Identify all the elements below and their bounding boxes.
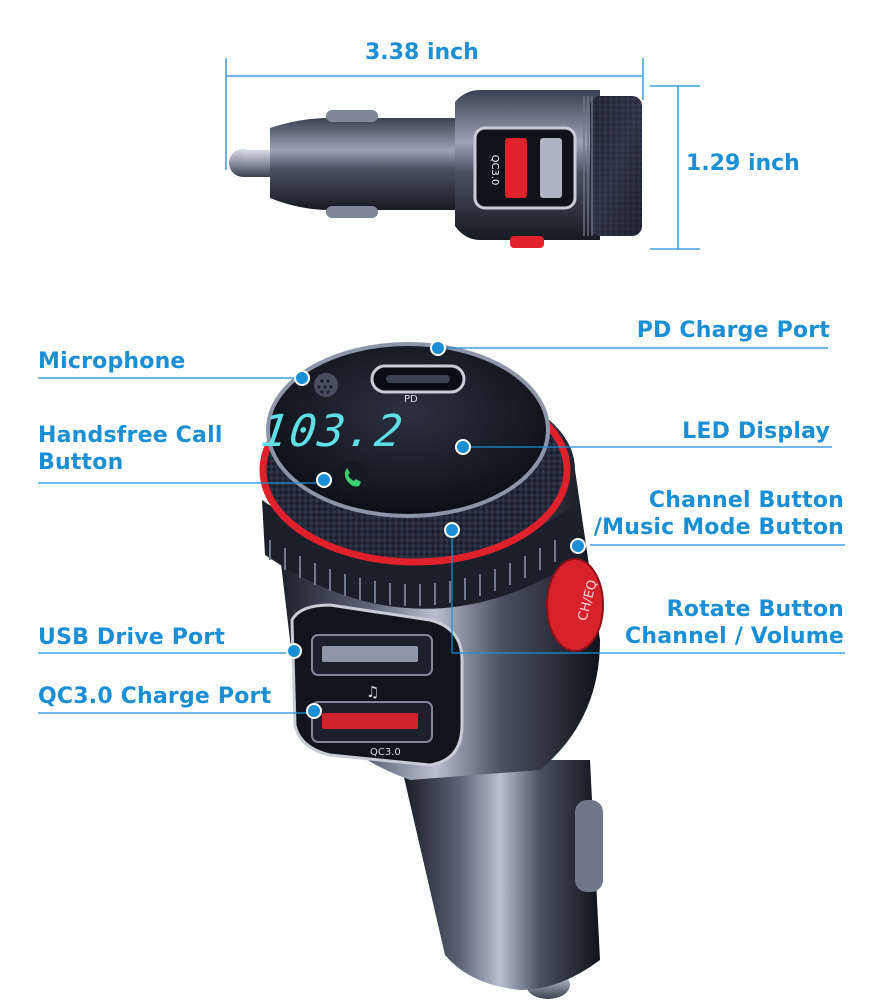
microphone-label: Microphone <box>38 349 186 374</box>
usb-drive-port-label: USB Drive Port <box>38 625 226 650</box>
channel-button-label-line1: Channel Button <box>648 488 844 513</box>
dimension-lines <box>225 58 700 250</box>
handsfree-label-line1: Handsfree Call <box>38 423 223 448</box>
qc-label: QC3.0 <box>370 747 401 758</box>
side-view-device: QC3.0 <box>229 90 642 248</box>
led-display-value: 103.2 <box>258 406 408 457</box>
qc30-charge-port-label: QC3.0 Charge Port <box>38 684 272 709</box>
phone-icon <box>344 468 361 487</box>
ch-eq-button <box>546 558 604 652</box>
side-qc-label: QC3.0 <box>489 155 500 186</box>
handsfree-label-line2: Button <box>38 450 124 475</box>
rotate-button-label-line1: Rotate Button <box>666 597 844 622</box>
led-display-label: LED Display <box>682 419 830 444</box>
height-dimension: 1.29 inch <box>686 151 800 176</box>
music-note-icon: ♫ <box>366 683 379 701</box>
main-device: PD 103.2 ♫ QC3.0 CH/EQ <box>258 342 604 999</box>
length-dimension: 3.38 inch <box>365 40 479 65</box>
rotate-button-label-line2: Channel / Volume <box>625 624 844 649</box>
pd-charge-port-label: PD Charge Port <box>636 318 830 343</box>
callout-dots <box>286 340 586 719</box>
channel-button-label-line2: /Music Mode Button <box>593 515 844 540</box>
leader-lines <box>38 347 845 714</box>
pd-label: PD <box>404 394 418 405</box>
